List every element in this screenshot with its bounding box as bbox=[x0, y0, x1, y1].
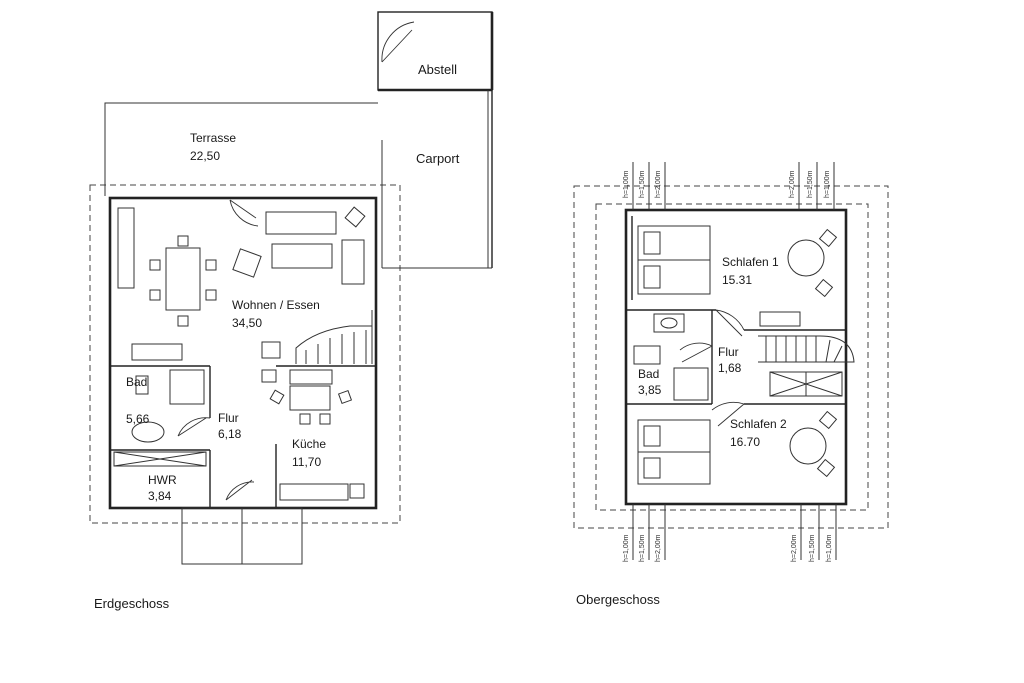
kitchen-stove bbox=[261, 369, 277, 383]
kitchen-chair bbox=[337, 389, 353, 405]
height-mark: h=1,50m bbox=[639, 170, 646, 198]
dining-chair bbox=[205, 289, 217, 301]
entrance-door-swing bbox=[229, 199, 259, 227]
dining-chair bbox=[205, 259, 217, 271]
abstell-room-walls bbox=[377, 11, 493, 91]
kitchen-chair bbox=[319, 413, 331, 425]
kitchen-counter bbox=[289, 369, 333, 385]
kitchen-chair bbox=[299, 413, 311, 425]
height-markers-bottom: h=1,00m h=1,50m h=2,00m h=2,00m h=1,50m … bbox=[623, 504, 837, 562]
height-mark: h=1,00m bbox=[824, 170, 831, 198]
height-mark: h=1,00m bbox=[623, 170, 630, 198]
chair bbox=[818, 410, 838, 430]
room-area-wohnen: 34,50 bbox=[232, 316, 262, 330]
dining-table bbox=[165, 247, 201, 311]
pillow bbox=[643, 231, 661, 255]
room-name-kueche: Küche bbox=[292, 437, 326, 451]
schlafen1-door-swing bbox=[715, 309, 745, 337]
room-area-flur: 6,18 bbox=[218, 427, 242, 441]
washbasin bbox=[131, 421, 165, 443]
ground-floor-roof-outline bbox=[89, 184, 401, 524]
toilet bbox=[135, 375, 149, 395]
upper-staircase bbox=[758, 335, 855, 363]
height-mark: h=2,00m bbox=[655, 170, 662, 198]
sideboard bbox=[117, 207, 135, 289]
room-name-bad: Bad bbox=[126, 375, 147, 389]
dining-chair bbox=[177, 235, 189, 247]
room-name-carport: Carport bbox=[416, 151, 460, 166]
dining-chair bbox=[177, 315, 189, 327]
chair bbox=[818, 228, 838, 248]
height-mark: h=1,00m bbox=[826, 534, 833, 562]
dining-chair bbox=[149, 289, 161, 301]
room-area-bad: 5,66 bbox=[126, 412, 150, 426]
room-name-terrasse: Terrasse bbox=[190, 131, 236, 145]
room-area-schlafen1: 15.31 bbox=[722, 273, 752, 287]
shower bbox=[673, 367, 709, 401]
round-table bbox=[789, 427, 827, 465]
coffee-table bbox=[271, 243, 333, 269]
room-area-schlafen2: 16.70 bbox=[730, 435, 760, 449]
cabinet bbox=[131, 343, 183, 361]
kitchen-unit bbox=[349, 483, 365, 499]
room-area-flur-og: 1,68 bbox=[718, 361, 742, 375]
room-name-flur: Flur bbox=[218, 411, 239, 425]
height-mark: h=1,50m bbox=[639, 534, 646, 562]
basin-bowl bbox=[660, 317, 678, 329]
armchair bbox=[341, 239, 365, 285]
chair bbox=[814, 278, 834, 298]
upper-floor-inner-outline bbox=[595, 203, 869, 511]
room-name-hwr: HWR bbox=[148, 473, 177, 487]
room-area-terrasse: 22,50 bbox=[190, 149, 220, 163]
hwr-cabinet-cross bbox=[113, 451, 207, 467]
kitchen-table bbox=[289, 385, 331, 411]
height-mark: h=2,00m bbox=[789, 170, 796, 198]
room-name-abstell: Abstell bbox=[418, 62, 457, 77]
height-mark: h=1,50m bbox=[807, 170, 814, 198]
pillow bbox=[643, 425, 661, 447]
abstell-door-swing bbox=[381, 21, 415, 63]
pillow bbox=[643, 265, 661, 289]
room-name-bad-og: Bad bbox=[638, 367, 659, 381]
floor-title-obergeschoss: Obergeschoss bbox=[576, 592, 660, 607]
shower bbox=[169, 369, 205, 405]
height-mark: h=2,00m bbox=[791, 534, 798, 562]
height-markers-top: h=1,00m h=1,50m h=2,00m h=2,00m h=1,50m … bbox=[623, 162, 835, 210]
side-table bbox=[344, 206, 366, 228]
room-name-flur-og: Flur bbox=[718, 345, 739, 359]
chair bbox=[816, 458, 836, 478]
floor-title-erdgeschoss: Erdgeschoss bbox=[94, 596, 170, 611]
wardrobe-cross bbox=[769, 371, 843, 397]
upper-floor-outer-walls bbox=[624, 208, 848, 506]
room-name-schlafen1: Schlafen 1 bbox=[722, 255, 779, 269]
pillow bbox=[643, 457, 661, 479]
upper-floor-plan: h=1,00m h=1,50m h=2,00m h=2,00m h=1,50m … bbox=[573, 162, 889, 607]
ground-floor-plan: Abstell Terrasse 22,50 Carport Wohnen / … bbox=[89, 11, 494, 611]
bad-door-swing bbox=[679, 342, 713, 363]
staircase bbox=[295, 310, 373, 364]
room-area-kueche: 11,70 bbox=[292, 455, 321, 469]
room-area-bad-og: 3,85 bbox=[638, 383, 662, 397]
pillar bbox=[261, 341, 281, 359]
desk bbox=[759, 311, 801, 327]
schlafen2-door-swing bbox=[711, 401, 745, 427]
round-table bbox=[787, 239, 825, 277]
toilet bbox=[633, 345, 661, 365]
height-mark: h=1,00m bbox=[623, 534, 630, 562]
armchair bbox=[232, 248, 262, 278]
height-mark: h=2,00m bbox=[655, 534, 662, 562]
bad-door-swing bbox=[177, 417, 211, 437]
upper-floor-roof-outline bbox=[573, 185, 889, 529]
kitchen-chair bbox=[269, 389, 285, 405]
terrace-outline bbox=[104, 102, 378, 196]
room-name-wohnen: Wohnen / Essen bbox=[232, 298, 320, 312]
room-area-hwr: 3,84 bbox=[148, 489, 172, 503]
sofa bbox=[265, 211, 337, 235]
height-mark: h=1,50m bbox=[809, 534, 816, 562]
kitchen-unit bbox=[279, 483, 349, 501]
hwr-door-swing bbox=[225, 479, 255, 501]
room-name-schlafen2: Schlafen 2 bbox=[730, 417, 787, 431]
dining-chair bbox=[149, 259, 161, 271]
